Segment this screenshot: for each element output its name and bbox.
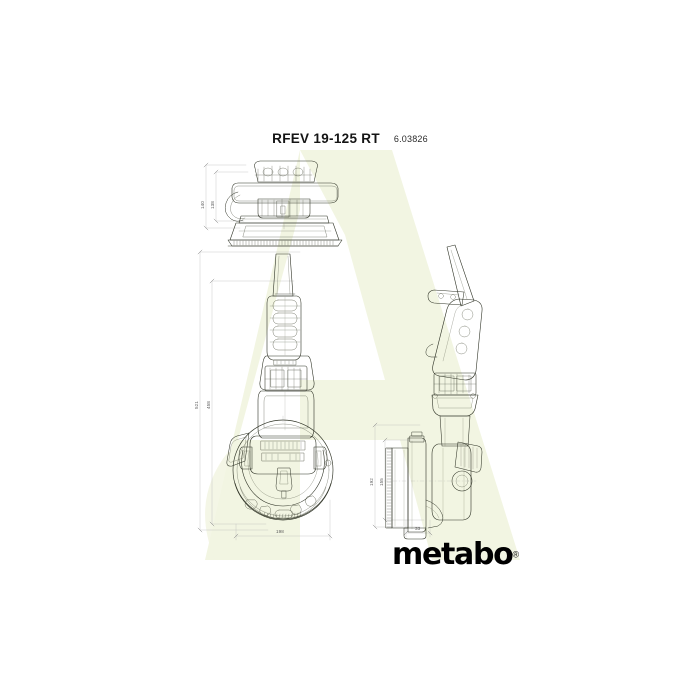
dimension-top-inner: 138: [210, 201, 215, 209]
dimension-main-width: 198: [276, 529, 284, 534]
brand-logo-text: metabo: [392, 537, 514, 572]
dimension-main-inner: 458: [206, 401, 211, 409]
view-top: [203, 160, 343, 247]
view-main: [197, 249, 334, 541]
registered-trademark-icon: ®: [512, 549, 520, 560]
view-side: [372, 244, 483, 540]
dimension-side-width: 33: [415, 526, 421, 531]
brand-logo: metabo®: [392, 540, 522, 574]
dimension-top-outer: 140: [200, 201, 205, 209]
dimension-main-outer: 521: [194, 401, 199, 409]
drawing-title-row: RFEV 19-125 RT 6.03826: [0, 130, 700, 148]
dimension-side-inner: 155: [379, 478, 384, 486]
page-title: RFEV 19-125 RT: [272, 131, 380, 146]
part-number: 6.03826: [393, 134, 428, 144]
dimension-side-outer: 192: [369, 478, 374, 486]
